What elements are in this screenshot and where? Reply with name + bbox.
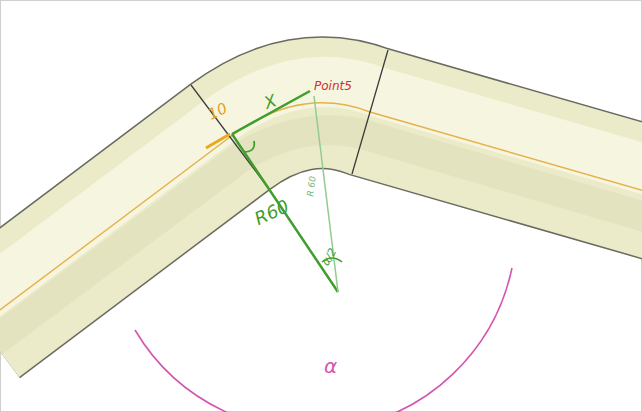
pipe-shade	[0, 130, 642, 352]
half-angle-label: α/2	[320, 246, 339, 267]
offset-dimension: 10	[206, 101, 230, 123]
x-dimension: X	[262, 92, 279, 112]
point-name: Point5	[314, 80, 352, 92]
right-angle-mark	[244, 141, 254, 152]
radius-dimension: R60	[252, 197, 292, 228]
bend-angle-label: α	[324, 356, 337, 376]
radius-line-light	[314, 96, 338, 292]
radius-dimension: R 60	[306, 176, 318, 198]
bend-seam	[352, 50, 388, 174]
bend-angle-arc	[135, 268, 512, 412]
pipe-centerline	[0, 103, 642, 325]
x-line	[232, 91, 310, 134]
offset-mark	[206, 134, 230, 148]
